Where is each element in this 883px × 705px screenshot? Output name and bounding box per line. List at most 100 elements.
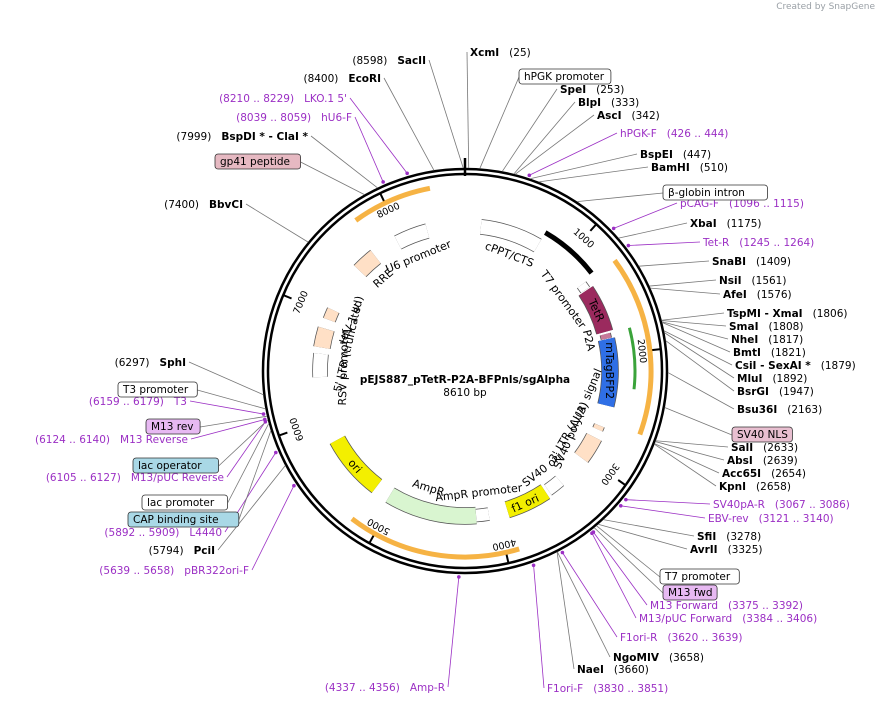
primer-name: pCAG-F [680, 198, 719, 210]
site-pos: (447) [683, 149, 711, 161]
site-name: NaeI [577, 664, 604, 676]
site-label: XcmI(25) [470, 47, 531, 59]
primer-l4440: (5892 .. 5909)L4440 [104, 450, 278, 539]
site-pos: (2633) [763, 442, 798, 454]
leader [188, 361, 264, 396]
site-pos: (1892) [772, 373, 807, 385]
site-pos: (8598) [352, 55, 387, 67]
leader [189, 400, 264, 415]
primer-mark [292, 483, 296, 488]
feature-label-u6-promoter: U6 promoter [384, 237, 454, 275]
leader [562, 552, 618, 638]
site-bamhi: BamHI(510) [651, 162, 728, 174]
tick-mark-5000 [368, 534, 375, 544]
feature-tetr [579, 286, 613, 335]
leader [479, 76, 520, 169]
leader [663, 330, 733, 366]
site-label: CsiI - SexAI *(1879) [735, 360, 856, 372]
primer-pcag-f: pCAG-F(1096 .. 1115) [611, 198, 804, 231]
leader [620, 505, 706, 519]
primer-mark [611, 226, 616, 231]
site-sacii: (8598) SacII [352, 55, 426, 67]
tick-label-7000: 7000 [291, 289, 310, 316]
feature-p2a [600, 332, 612, 340]
primer-name: hU6-F [321, 112, 352, 124]
site-label: (7999)BspDI * - ClaI * [176, 131, 308, 143]
feature-box-text: M13 fwd [668, 587, 713, 599]
feature-sv40-poly-a-signal [593, 423, 605, 432]
site-label: MluI (1892) [737, 373, 807, 385]
feature-box-text: lac operator [138, 460, 202, 472]
tick-mark-1000 [589, 223, 598, 232]
feature-box-rect [659, 568, 740, 585]
site-name: AbsI [727, 455, 753, 467]
leader [538, 166, 649, 183]
site-csii-sexai: CsiI - SexAI *(1879) [735, 360, 856, 372]
site-name: SacII [397, 55, 426, 67]
primer-pbr322ori-f: (5639 .. 5658)pBR322ori-F [99, 483, 296, 577]
feature-box-hpgk-promoter: hPGK promoter [518, 68, 612, 85]
primer-name: L4440 [189, 527, 222, 539]
feature-box-rect [132, 457, 219, 474]
primer-range: (426 .. 444) [667, 128, 729, 140]
site-pos: (7400) [164, 199, 199, 211]
primer-range: (8210 .. 8229) [219, 93, 294, 105]
site-nhei: NheI(1817) [731, 334, 803, 346]
site-pos: (1806) [813, 308, 848, 320]
site-name: Bsu36I [737, 404, 777, 416]
cppt-band [543, 230, 594, 275]
site-label: SfiI(3278) [697, 531, 761, 543]
site-pos: (510) [700, 162, 728, 174]
primer-m13-forward: M13 Forward(3375 .. 3392) [591, 530, 803, 612]
primer-label: F1ori-R(3620 .. 3639) [620, 632, 742, 644]
orf-arc-green [627, 327, 637, 390]
primer-mark [261, 412, 266, 416]
site-bmti: BmtI(1821) [733, 347, 806, 359]
site-smai: SmaI(1808) [729, 321, 803, 333]
leader [354, 116, 384, 183]
primer-t3: (6159 .. 6179)T3 [89, 396, 266, 416]
feature-box-rect [731, 426, 793, 443]
feature-t7-promoter [577, 281, 590, 293]
site-pos: (2654) [771, 468, 806, 480]
site-label: NgoMIV(3658) [613, 652, 704, 664]
primer-name: M13/pUC Forward [639, 613, 732, 625]
feature-ampr-promoter [475, 508, 490, 522]
leader [638, 260, 710, 267]
site-pos: (1817) [768, 334, 803, 346]
feature-cppt-cts [479, 219, 542, 252]
leader [664, 407, 733, 436]
site-pos: (333) [611, 97, 639, 109]
orf-arc-0 [612, 258, 654, 436]
tick-mark-8000 [379, 192, 385, 202]
site-name: XcmI [470, 47, 499, 59]
site-label: AscI(342) [597, 110, 660, 122]
primer-range: (6124 .. 6140) [35, 434, 110, 446]
primer-range: (3384 .. 3406) [742, 613, 817, 625]
primer-range: (3830 .. 3851) [593, 683, 668, 695]
leader [661, 312, 725, 321]
site-pos: (253) [596, 84, 624, 96]
site-name: PciI [194, 545, 215, 557]
primer-name: pBR322ori-F [184, 565, 249, 577]
feature-ori [330, 435, 382, 493]
site-name: EcoRI [348, 73, 381, 85]
site-pos: (2163) [787, 404, 822, 416]
leader [655, 441, 725, 461]
leader [654, 443, 720, 474]
leader [655, 440, 729, 448]
leader [245, 203, 309, 243]
site-name: AscI [597, 110, 622, 122]
primer-label: hPGK-F(426 .. 444) [620, 128, 728, 140]
site-label: BsrGI(1947) [737, 386, 814, 398]
site-name: MluI [737, 373, 762, 385]
primer-name: F1ori-R [620, 632, 657, 644]
site-label: AbsI(2639) [727, 455, 798, 467]
leader-lines [188, 51, 735, 689]
primer-mark [262, 417, 267, 422]
primer-range: (6159 .. 6179) [89, 396, 164, 408]
leader [625, 499, 711, 505]
tick-label-4000: 4000 [491, 536, 517, 552]
site-label: (5794)PciI [149, 545, 215, 557]
site-xcmi: XcmI(25) [470, 47, 531, 59]
